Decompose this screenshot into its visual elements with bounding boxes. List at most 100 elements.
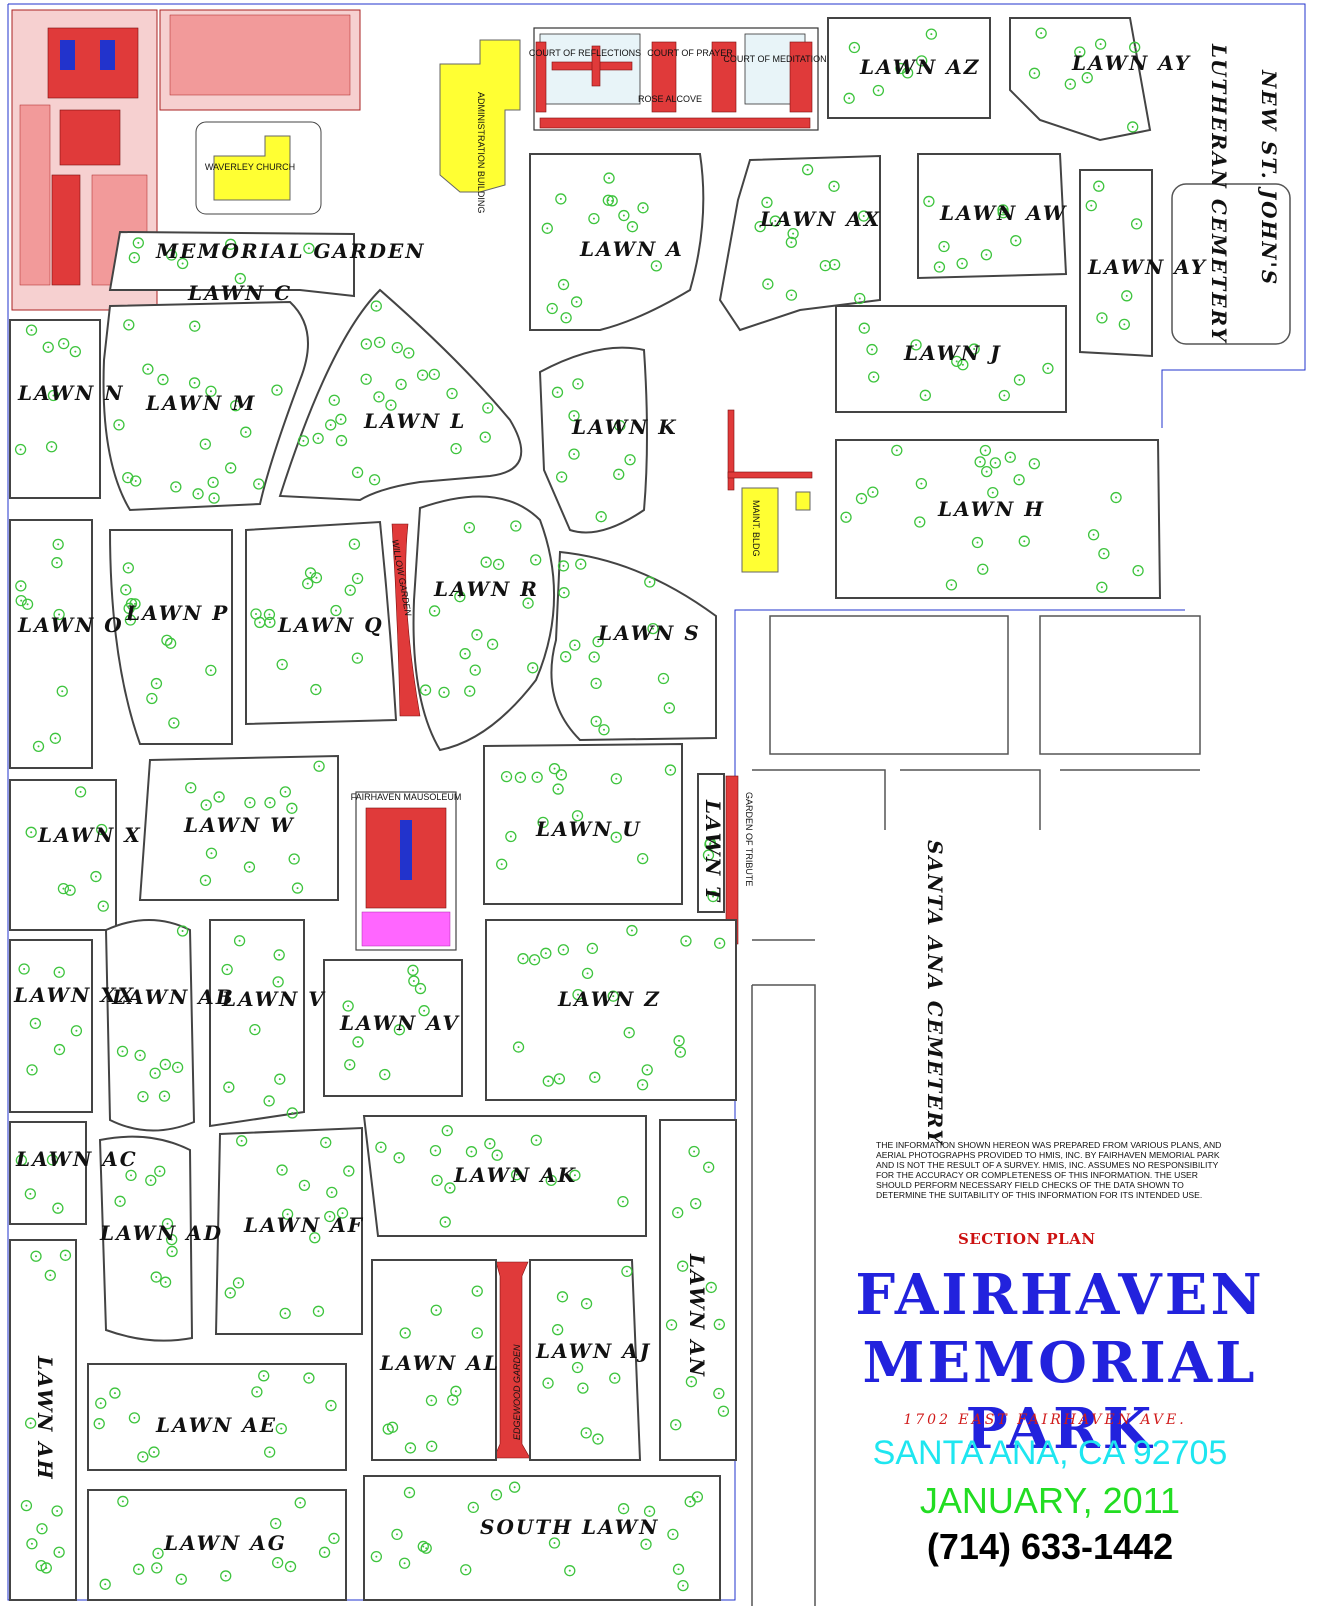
tree-icon [93, 1418, 105, 1430]
tree-icon [154, 1165, 166, 1177]
tree-icon-center [585, 1302, 588, 1305]
tree-icon [297, 435, 310, 447]
tree-icon-center [434, 1149, 437, 1152]
tree-icon [51, 557, 63, 569]
lawn-z [485, 919, 737, 1101]
tree-icon-center [577, 993, 580, 996]
tree-icon [558, 587, 570, 599]
tree-icon-center [229, 1291, 232, 1294]
tree-icon-center [717, 1392, 720, 1395]
tree-icon [663, 702, 675, 714]
tree-icon-center [621, 1200, 624, 1203]
tree-icon [276, 1164, 288, 1176]
tree-icon-center [61, 690, 64, 693]
lawn-j-label: LAWN J [903, 341, 1002, 365]
northwest-crypt-complex[interactable] [11, 9, 361, 311]
tree-icon-center [323, 1551, 326, 1554]
lawn-o-label: LAWN O [17, 613, 124, 637]
tree-icon [855, 492, 868, 505]
tree-icon-center [25, 1504, 28, 1507]
lawn-ag [87, 1489, 347, 1601]
tree-icon [414, 982, 427, 995]
tree-icon [15, 580, 27, 592]
map-date: JANUARY, 2011 [919, 1480, 1181, 1521]
tree-icon [677, 1260, 689, 1272]
tree-icon [588, 212, 600, 225]
tree-icon [286, 802, 298, 814]
tree-icon [464, 685, 476, 697]
tree-icon-center [938, 266, 941, 269]
tree-icon [114, 1195, 126, 1207]
tree-icon-center [411, 969, 414, 972]
lawn-south-label: SOUTH LAWN [480, 1515, 659, 1539]
tree-icon [146, 692, 158, 705]
tree-icon-center [1001, 208, 1004, 211]
tree-icon-center [229, 466, 232, 469]
tree-icon-center [454, 1390, 457, 1393]
tree-icon [895, 62, 907, 75]
tree-icon-center [556, 391, 559, 394]
tree-icon-center [422, 1545, 425, 1548]
tree-icon-center [561, 1295, 564, 1298]
tree-icon [324, 1210, 336, 1223]
tree-icon [479, 431, 491, 443]
tree-icon [617, 1503, 630, 1515]
tree-icon-center [291, 1111, 294, 1114]
tree-icon-center [534, 558, 537, 561]
tree-icon [253, 478, 265, 490]
tree-icon [609, 1372, 621, 1384]
tree-icon-center [527, 602, 530, 605]
tree-icon-center [289, 1565, 292, 1568]
tree-icon [486, 638, 499, 650]
tree-icon-center [302, 439, 305, 442]
tree-icon-center [170, 254, 173, 257]
lawn-ag-label: LAWN AG [163, 1531, 287, 1555]
tree-icon [938, 240, 950, 253]
tree-icon-center [403, 1562, 406, 1565]
tree-icon-center [74, 350, 77, 353]
tree-icon [754, 220, 766, 233]
tree-icon-center [553, 767, 556, 770]
tree-icon-center [553, 1542, 556, 1545]
tree-icon [399, 1327, 411, 1339]
tree-icon [40, 1562, 52, 1574]
courts-complex[interactable]: COURT OF REFLECTIONS COURT OF PRAYER COU… [529, 27, 827, 131]
tree-icon [133, 1563, 145, 1575]
tree-icon-center [557, 788, 560, 791]
tree-icon-center [409, 1446, 412, 1449]
tree-icon [64, 884, 76, 896]
waverley-church[interactable]: WAVERLEY CHURCH [195, 121, 322, 215]
tree-icon-center [961, 262, 964, 265]
tree-icon-center [679, 1051, 682, 1054]
tree-icon-center [433, 373, 436, 376]
tree-icon-center [595, 682, 598, 685]
fairhaven-mausoleum[interactable]: FAIRHAVEN MAUSOLEUM [351, 791, 462, 951]
lawn-av-label: LAWN AV [339, 1011, 460, 1035]
tree-icon [200, 799, 212, 811]
administration-building[interactable]: ADMINISTRATION BUILDING [439, 39, 521, 213]
tree-icon [854, 292, 866, 305]
tree-icon-center [681, 1265, 684, 1268]
tree-icon [351, 466, 364, 479]
tree-icon [680, 935, 692, 947]
tree-icon-center [262, 1374, 265, 1377]
tree-icon [598, 724, 610, 736]
lawn-x-label: LAWN X [37, 823, 142, 847]
lawn-sections[interactable] [9, 17, 1162, 1601]
lawn-h [835, 439, 1162, 599]
tree-icon [343, 1165, 355, 1177]
garden-of-tribute[interactable]: GARDEN OF TRIBUTE [725, 775, 754, 945]
park-phone: (714) 633-1442 [926, 1526, 1174, 1567]
maintenance-building[interactable]: MAINT. BLDG [727, 409, 813, 573]
tree-icon-center [824, 264, 827, 267]
tree-icon [636, 1079, 649, 1091]
tree-icon-center [476, 1290, 479, 1293]
tree-icon-center [375, 305, 378, 308]
tree-icon-center [558, 1077, 561, 1080]
tree-icon-center [23, 967, 26, 970]
tree-icon [416, 369, 429, 381]
tree-icon [517, 953, 529, 965]
lawn-ab-label: LAWN AB [111, 985, 235, 1009]
tree-icon [1018, 535, 1030, 547]
